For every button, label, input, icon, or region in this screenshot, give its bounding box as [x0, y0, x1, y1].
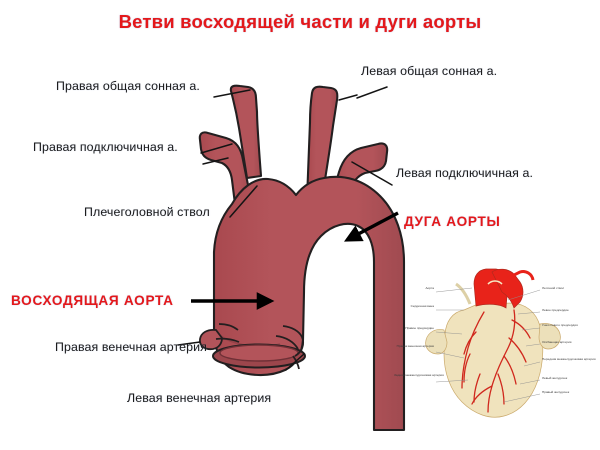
label-right-subclavian: Правая подключичная а. — [33, 140, 178, 154]
inset-label-left-0: Аорта — [425, 286, 434, 290]
leader-right-coronary — [177, 341, 201, 346]
label-left-common-carotid: Левая общая сонная а. — [361, 64, 498, 78]
label-left-coronary: Левая венечная артерия — [127, 391, 272, 405]
label-left-subclavian: Левая подключичная а. — [396, 166, 534, 180]
inset-label-left-4: Задняя межжелудочковая артерия — [394, 373, 444, 377]
right-subclavian-vessel — [198, 131, 254, 207]
inset-label-left-2: Правое предсердие — [405, 326, 434, 330]
leader-left-common-carotid-b — [338, 94, 358, 101]
heart-anatomy-inset: Аорта Сердечная вена Правое предсердие П… — [392, 262, 598, 448]
left-coronary-vessel — [275, 325, 305, 370]
left-common-carotid-vessel — [305, 85, 339, 202]
leader-left-subclavian — [351, 161, 393, 186]
inset-label-left-1: Сердечная вена — [410, 304, 434, 308]
label-brachiocephalic-trunk: Плечеголовной ствол — [84, 205, 210, 219]
inset-label-right-4: Передняя межжелудочковая артерия — [542, 357, 596, 361]
label-right-common-carotid: Правая общая сонная а. — [56, 79, 200, 93]
label-aortic-arch: ДУГА АОРТЫ — [404, 214, 501, 229]
inset-label-right-6: Правый желудочек — [542, 390, 570, 394]
arrow-aortic-arch — [343, 211, 399, 242]
right-common-carotid-vessel — [229, 84, 263, 180]
heart-inset-illustration — [425, 268, 561, 418]
page-title: Ветви восходящей части и дуги аорты — [118, 11, 482, 32]
inset-label-right-1: Левое предсердие — [542, 308, 569, 312]
leader-right-subclavian — [200, 143, 233, 154]
inset-label-right-5: Левый желудочек — [542, 376, 568, 380]
inset-label-right-0: Легочной ствол — [542, 286, 565, 290]
leader-right-subclavian-b — [202, 157, 229, 165]
label-ascending-aorta: ВОСХОДЯЩАЯ АОРТА — [11, 293, 174, 308]
inset-label-right-3: Огибающая артерия — [542, 340, 572, 344]
label-right-coronary: Правая венечная артерия — [55, 340, 207, 354]
leader-left-coronary — [285, 353, 305, 371]
leader-left-common-carotid — [356, 86, 388, 99]
leader-right-common-carotid — [213, 89, 251, 98]
right-coronary-vessel — [199, 323, 240, 351]
inset-label-right-2: Ушко левого предсердия — [542, 323, 578, 327]
aortic-root — [212, 343, 306, 369]
inset-label-left-3: Правая венечная артерия — [396, 344, 434, 348]
leader-brachiocephalic — [229, 185, 258, 218]
